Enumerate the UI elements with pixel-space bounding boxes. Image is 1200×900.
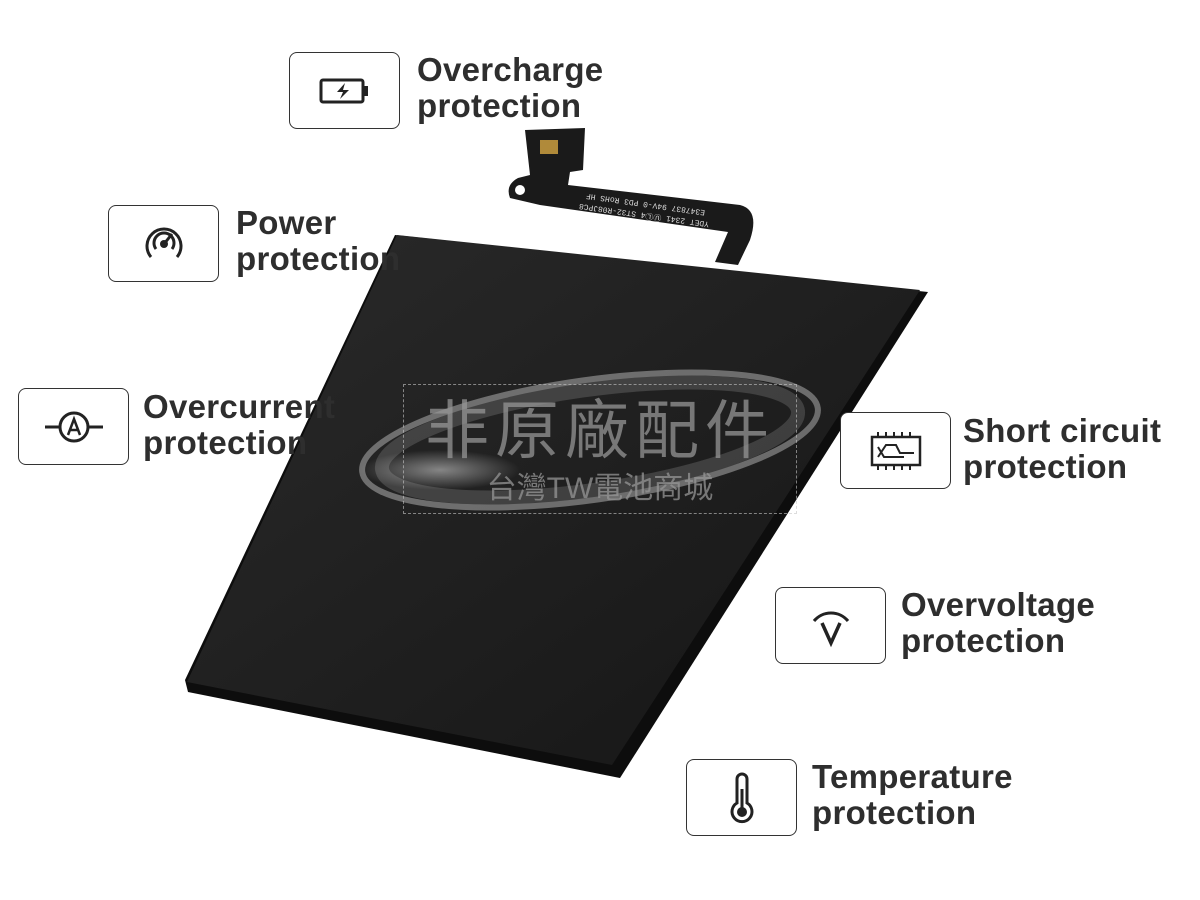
power-gauge-icon-box xyxy=(108,205,219,282)
thermometer-icon xyxy=(730,772,753,823)
watermark-title: 非原廠配件 xyxy=(425,395,775,467)
ammeter-icon-box xyxy=(18,388,129,465)
voltmeter-icon xyxy=(812,610,849,647)
circuit-board-icon xyxy=(870,431,921,470)
circuit-board-icon-box xyxy=(840,412,951,489)
battery-body xyxy=(187,235,920,765)
battery-charge-icon-box xyxy=(289,52,400,129)
thermometer-icon-box xyxy=(686,759,797,836)
ammeter-icon xyxy=(44,411,103,442)
flex-cable xyxy=(508,128,754,265)
watermark-subtitle: 台灣TW電池商城 xyxy=(486,472,714,505)
power-gauge-icon xyxy=(145,227,182,258)
battery-charge-icon xyxy=(319,78,368,103)
watermark: 非原廠配件 台灣TW電池商城 xyxy=(403,384,797,514)
voltmeter-icon-box xyxy=(775,587,886,664)
